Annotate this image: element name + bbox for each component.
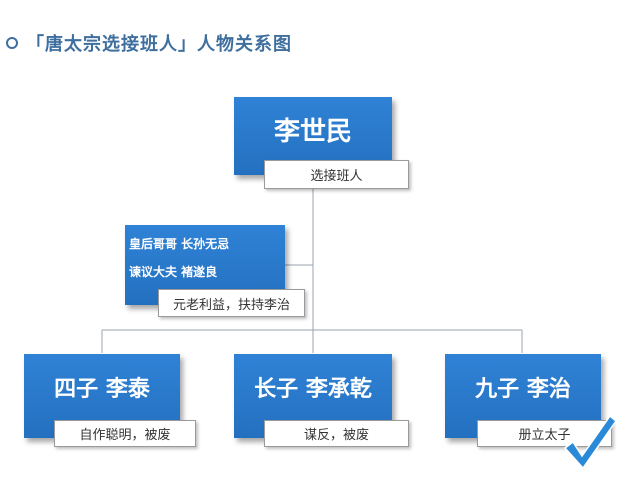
child-note-caption: 谋反，被废 [264, 420, 409, 447]
adviser-note-text: 元老利益，扶持李治 [172, 297, 290, 313]
child-name: 九子 李治 [475, 377, 571, 402]
adviser-note-caption: 元老利益，扶持李治 [158, 289, 305, 317]
root-role-caption: 选接班人 [264, 160, 409, 189]
child-note-text: 谋反，被废 [303, 428, 369, 443]
adviser-line-2: 谏议大夫 褚遂良 [129, 265, 218, 279]
child-note-caption: 自作聪明，被废 [54, 420, 196, 447]
child-name: 长子 李承乾 [254, 377, 372, 402]
child-note-caption: 册立太子 [477, 420, 612, 447]
checkmark-icon [563, 414, 618, 470]
root-name: 李世民 [273, 116, 352, 147]
child-note-text: 册立太子 [518, 428, 571, 443]
child-name: 四子 李泰 [54, 377, 150, 402]
root-role-text: 选接班人 [310, 169, 363, 184]
ring-icon [6, 37, 18, 49]
title-text: 「唐太宗选接班人」人物关系图 [26, 34, 292, 55]
diagram-title: 「唐太宗选接班人」人物关系图 [6, 30, 292, 56]
adviser-line-1: 皇后哥哥 长孙无忌 [129, 237, 230, 251]
child-note-text: 自作聪明，被废 [79, 428, 171, 443]
